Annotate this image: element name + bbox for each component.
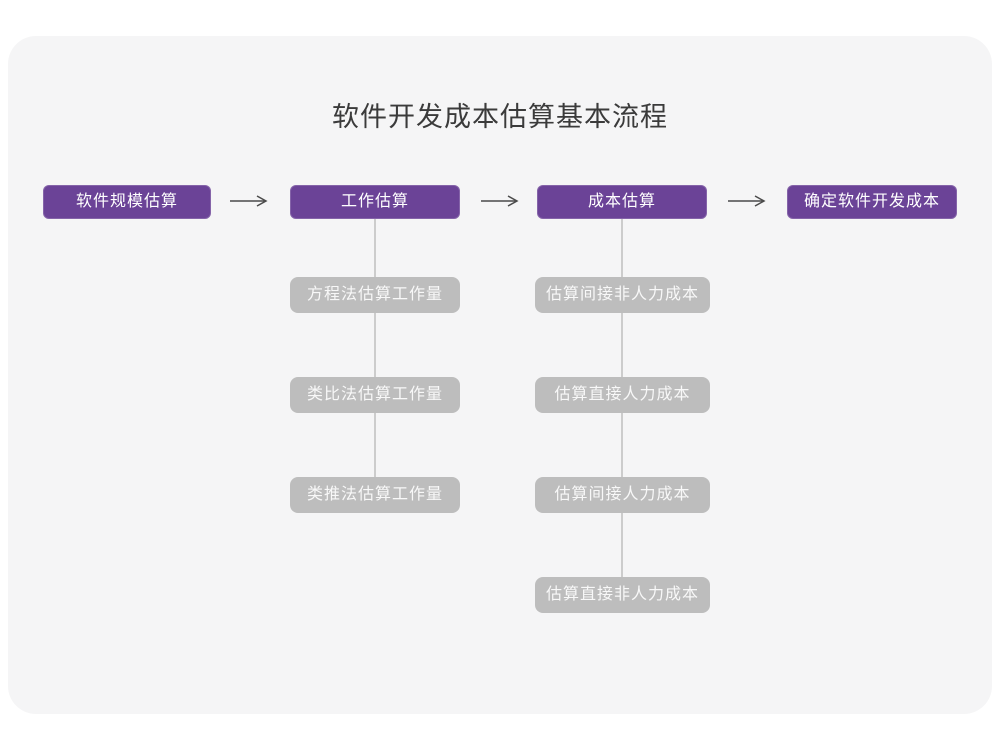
- connector-line-work-estimation: [374, 219, 376, 496]
- arrow-right-icon: [229, 194, 269, 208]
- diagram-canvas: [8, 36, 992, 714]
- arrow-right-icon: [480, 194, 520, 208]
- sub-step-equation-method: 方程法估算工作量: [290, 277, 460, 313]
- sub-step-indirect-nonlabor-cost: 估算间接非人力成本: [535, 277, 710, 313]
- flow-step-work-estimation: 工作估算: [290, 185, 460, 219]
- flow-step-cost-estimation: 成本估算: [537, 185, 707, 219]
- sub-step-indirect-labor-cost: 估算间接人力成本: [535, 477, 710, 513]
- sub-step-direct-nonlabor-cost: 估算直接非人力成本: [535, 577, 710, 613]
- sub-step-extrapolation-method: 类推法估算工作量: [290, 477, 460, 513]
- diagram-title: 软件开发成本估算基本流程: [332, 102, 668, 132]
- arrow-right-icon: [727, 194, 767, 208]
- sub-step-direct-labor-cost: 估算直接人力成本: [535, 377, 710, 413]
- flow-step-software-scale-estimation: 软件规模估算: [43, 185, 211, 219]
- flow-step-determine-development-cost: 确定软件开发成本: [787, 185, 957, 219]
- sub-step-analogy-method: 类比法估算工作量: [290, 377, 460, 413]
